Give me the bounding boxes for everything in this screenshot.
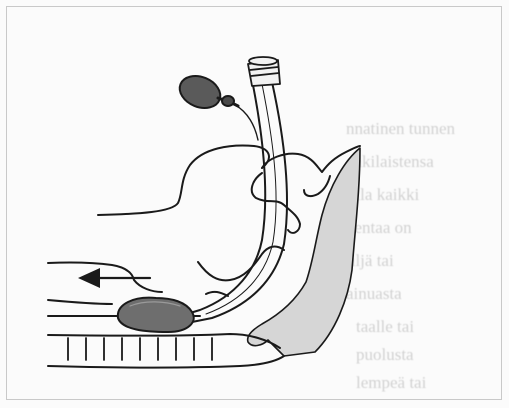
pilot-balloon bbox=[175, 70, 238, 114]
vocal-fold bbox=[206, 292, 228, 296]
epiglottis-tip bbox=[304, 176, 330, 196]
esophagus-lower-line bbox=[48, 300, 112, 304]
trachea-lower-wall bbox=[48, 334, 280, 348]
tube-connector bbox=[248, 57, 280, 86]
tracheal-rings bbox=[68, 338, 212, 360]
inflated-cuff bbox=[118, 298, 194, 332]
neck-skin-line bbox=[48, 356, 284, 368]
upper-airway-outline bbox=[98, 146, 269, 215]
pilot-balloon-line bbox=[235, 105, 258, 140]
